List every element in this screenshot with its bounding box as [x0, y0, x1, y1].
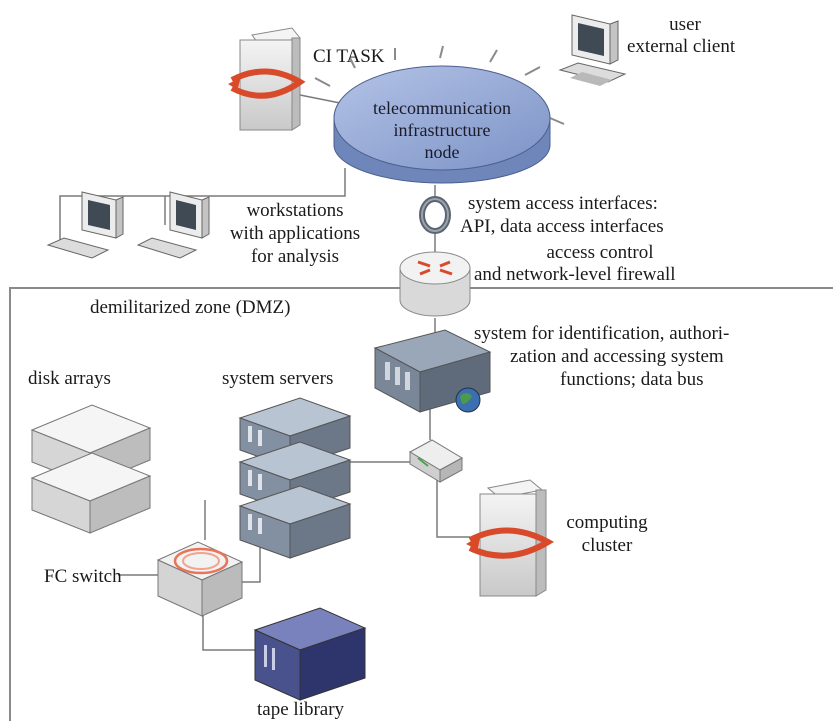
- fc-switch-label: FC switch: [44, 566, 122, 587]
- hub-disc: [333, 65, 551, 184]
- auth-label-line1: system for identification, authori-: [474, 323, 730, 344]
- firewall-router-icon: [399, 251, 471, 317]
- external-client-label: external client: [627, 36, 736, 57]
- hub-label-line3: node: [424, 142, 460, 162]
- auth-server-icon: [373, 329, 492, 413]
- tape-library-icon: [253, 607, 367, 701]
- computing-cluster-icon: [466, 479, 555, 597]
- external-client-pc-icon: [558, 14, 627, 86]
- access-interfaces-label-line1: system access interfaces:: [468, 193, 658, 214]
- access-interface-ring-icon: [419, 196, 451, 234]
- workstation-pc-icon: [46, 191, 124, 259]
- hub-label-line1: telecommunication: [373, 98, 511, 118]
- hub-spokes: [314, 45, 565, 125]
- network-switch-icon: [408, 439, 464, 483]
- connection-lines: [59, 94, 470, 651]
- system-servers-icon: [238, 397, 352, 559]
- firewall-label-line2: and network-level firewall: [474, 264, 676, 285]
- access-interfaces-label-line2: API, data access interfaces: [460, 216, 664, 237]
- tape-library-label: tape library: [257, 699, 345, 720]
- disk-arrays-icon: [30, 404, 152, 534]
- fc-switch-icon: [156, 541, 244, 617]
- workstations-label-line3: for analysis: [250, 246, 340, 267]
- firewall-label-line1: access control: [546, 242, 654, 263]
- ci-task-server-icon: [228, 27, 306, 131]
- dmz-label: demilitarized zone (DMZ): [90, 297, 291, 318]
- auth-label-line2: zation and accessing system: [510, 346, 724, 367]
- workstation-pc-icon: [136, 191, 210, 259]
- workstations-label-line2: with applications: [229, 223, 361, 244]
- computing-cluster-label-line1: computing: [566, 512, 648, 533]
- user-label: user: [669, 14, 701, 35]
- disk-arrays-label: disk arrays: [28, 368, 111, 389]
- auth-label-line3: functions; data bus: [560, 369, 704, 390]
- dmz-boundary: [9, 287, 833, 721]
- system-servers-label: system servers: [222, 368, 334, 389]
- computing-cluster-label-line2: cluster: [581, 535, 633, 556]
- hub-label-line2: infrastructure: [393, 120, 491, 140]
- workstations-label-line1: workstations: [246, 200, 344, 221]
- ci-task-label: CI TASK: [313, 46, 385, 67]
